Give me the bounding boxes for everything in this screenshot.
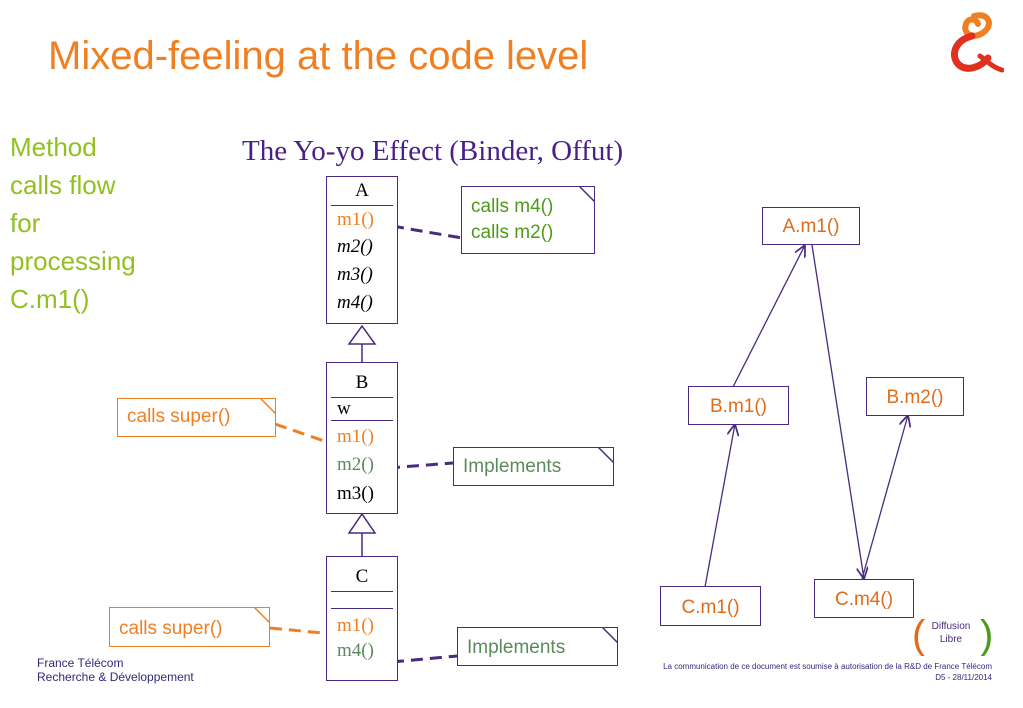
method-a-m2: m2() (337, 236, 373, 257)
flow-arrow-am1-cm4 (811, 244, 864, 579)
note-link-c-super (269, 626, 334, 636)
class-divider (331, 591, 393, 592)
note-c-super: calls super() (109, 607, 270, 647)
diagram-subtitle: The Yo-yo Effect (Binder, Offut) (242, 135, 624, 167)
method-a-m3: m3() (337, 264, 373, 285)
method-c-m4: m4() (337, 640, 374, 661)
note-fold-icon (579, 186, 595, 202)
note-a-calls: calls m4() calls m2() (461, 186, 595, 254)
class-divider (331, 420, 393, 421)
note-link-a-m1 (391, 224, 463, 240)
note-c-impl: Implements (457, 627, 618, 666)
class-name: A (355, 180, 369, 201)
method-b-m1: m1() (337, 426, 374, 447)
footer-organization: France Télécom Recherche & Développement (37, 656, 194, 684)
footer-notice: La communication de ce document est soum… (600, 661, 992, 683)
note-link-b-impl (387, 461, 454, 470)
flow-node-b-m1: B.m1() (688, 386, 789, 425)
note-link-c-impl (391, 654, 458, 664)
france-telecom-logo-icon (951, 12, 1004, 73)
side-note-line: for (10, 208, 41, 238)
class-name: C (355, 566, 369, 587)
flow-node-c-m4: C.m4() (814, 579, 914, 618)
flow-arrow-bm1-am1 (732, 245, 805, 388)
class-a-box: A m1() m2() m3() m4() (326, 176, 398, 324)
note-fold-icon (598, 447, 614, 463)
flow-arrow-cm1-bm1 (704, 424, 735, 588)
side-note-line: C.m1() (10, 284, 90, 314)
method-b-m2: m2() (337, 454, 374, 475)
method-c-m1: m1() (337, 615, 374, 636)
method-a-m4: m4() (337, 292, 373, 313)
side-note-line: processing (10, 246, 136, 276)
class-name: B (355, 372, 369, 393)
svg-text:(: ( (912, 613, 926, 656)
note-b-impl: Implements (453, 447, 614, 486)
flow-node-b-m2: B.m2() (866, 377, 964, 416)
diffusion-libre-badge-icon: ( ) (912, 613, 993, 656)
side-note-line: calls flow (10, 170, 116, 200)
footer-org-line: Recherche & Développement (37, 670, 194, 684)
class-divider (331, 397, 393, 398)
side-note: Method calls flow for processing C.m1() (10, 128, 180, 318)
attribute-b-w: w (337, 398, 351, 419)
footer-doc-ref: D5 - 28/11/2014 (935, 673, 992, 682)
side-note-line: Method (10, 132, 97, 162)
flow-node-a-m1: A.m1() (762, 207, 860, 245)
class-b-box: B w m1() m2() m3() (326, 362, 398, 514)
note-line: calls m4() (471, 196, 554, 217)
inheritance-triangle-a (347, 324, 377, 345)
note-fold-icon (254, 607, 270, 623)
note-line: Implements (467, 637, 566, 658)
note-fold-icon (260, 398, 276, 414)
class-c-box: C m1() m4() (326, 556, 398, 681)
method-a-m1: m1() (337, 209, 374, 230)
badge-text: Diffusion (931, 621, 971, 632)
inheritance-triangle-b (347, 512, 377, 534)
badge-text: Libre (939, 634, 963, 645)
note-line: calls super() (119, 618, 223, 639)
note-b-super: calls super() (117, 398, 276, 437)
note-line: calls super() (127, 406, 231, 427)
note-fold-icon (602, 627, 618, 643)
class-divider (331, 205, 393, 206)
note-line: calls m2() (471, 222, 554, 243)
method-b-m3: m3() (337, 483, 374, 504)
page-title: Mixed-feeling at the code level (48, 34, 589, 78)
flow-node-c-m1: C.m1() (660, 586, 761, 626)
footer-org-line: France Télécom (37, 656, 124, 670)
svg-text:): ) (980, 613, 993, 656)
class-divider (331, 608, 393, 609)
footer-notice-text: La communication de ce document est soum… (663, 662, 992, 671)
note-link-b-super (274, 422, 331, 445)
note-line: Implements (463, 456, 562, 477)
flow-arrow-cm4-bm2 (861, 415, 908, 580)
